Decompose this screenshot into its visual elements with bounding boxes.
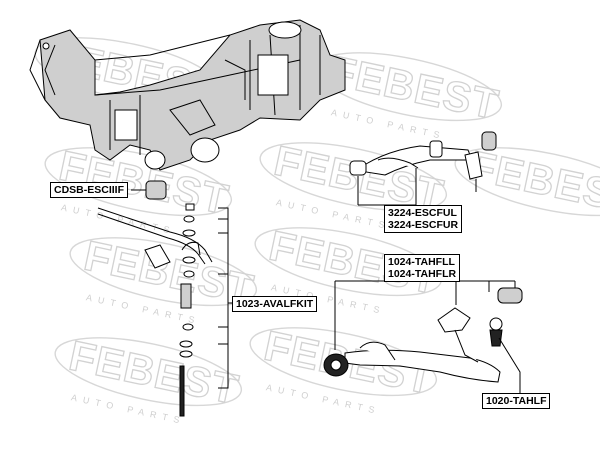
stabilizer-link-sleeve xyxy=(180,283,192,309)
upper-arm-bushing-rear xyxy=(481,131,497,151)
rear-bushing-part xyxy=(497,287,523,304)
watermark-logo-5: FEBEST xyxy=(465,142,600,224)
ball-joint-part xyxy=(489,317,503,331)
upper-arm-bushing-front xyxy=(349,160,367,176)
part-number-text: 1023-AVALFKIT xyxy=(236,298,314,310)
stabilizer-link-kit-drawing xyxy=(179,203,238,417)
stabilizer-link-bolt xyxy=(179,365,185,417)
upper-control-arm-drawing xyxy=(349,131,497,206)
vehicle-frame-drawing xyxy=(29,19,346,171)
part-number-text: 1024-TAHFLL xyxy=(388,256,455,268)
lower-arm-bushing-rear xyxy=(437,307,471,333)
part-number-text: 3224-ESCFUR xyxy=(388,219,459,231)
part-label-ball-joint[interactable]: 1020-TAHLF xyxy=(482,393,551,409)
part-label-stabilizer-bushing[interactable]: CDSB-ESCIIIF xyxy=(50,182,129,198)
part-label-upper-control-arm[interactable]: 3224-ESCFUL 3224-ESCFUR xyxy=(384,205,463,233)
stabilizer-bar-drawing xyxy=(97,207,213,269)
part-number-text: 1024-TAHFLR xyxy=(388,268,457,280)
lower-control-arm-drawing xyxy=(323,280,523,396)
part-label-lower-control-arm[interactable]: 1024-TAHFLL 1024-TAHFLR xyxy=(384,254,461,282)
part-number-text: CDSB-ESCIIIF xyxy=(54,184,125,196)
part-number-text: 3224-ESCFUL xyxy=(388,207,457,219)
part-label-stabilizer-link-kit[interactable]: 1023-AVALFKIT xyxy=(232,296,318,312)
part-number-text: 1020-TAHLF xyxy=(486,395,547,407)
stabilizer-bushing-part xyxy=(145,180,167,200)
